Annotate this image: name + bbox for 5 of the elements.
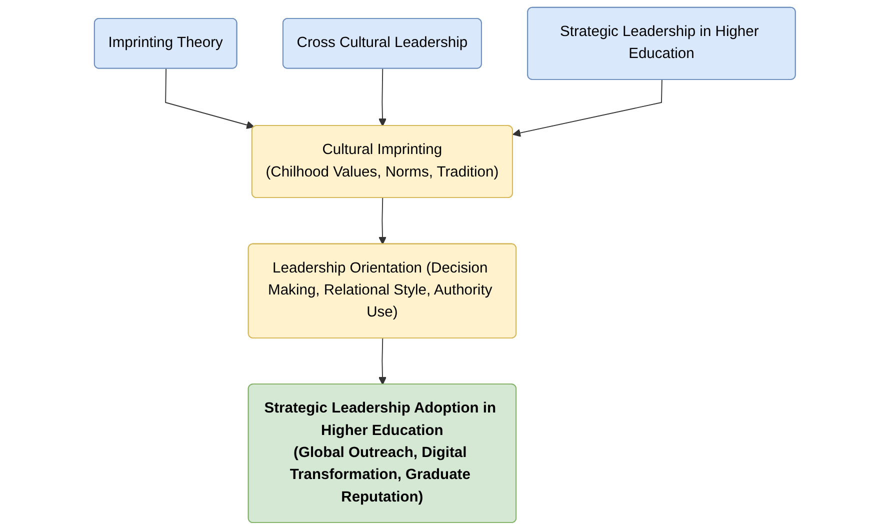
arrow: [378, 68, 386, 126]
arrow: [512, 79, 662, 137]
arrow: [378, 198, 386, 245]
arrow: [378, 338, 386, 385]
arrow: [164, 68, 254, 129]
